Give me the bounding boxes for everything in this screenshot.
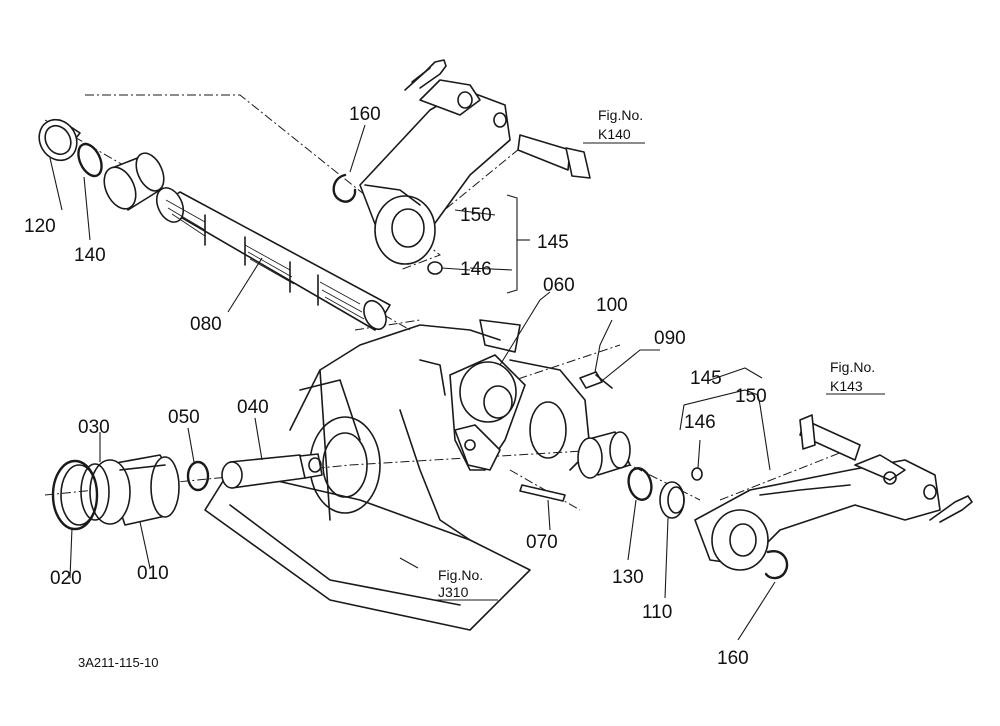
figure-reference-k140: Fig.No. K140	[598, 107, 643, 142]
part-040-piston-rod	[221, 453, 323, 489]
cotter-pin-right	[929, 495, 973, 523]
part-sleeve-right	[577, 431, 631, 479]
fig-k143-code: K143	[830, 378, 863, 394]
label-090: 090	[654, 328, 686, 349]
figure-reference-j310: Fig.No. J310	[438, 567, 483, 600]
label-150-right: 150	[735, 386, 767, 407]
label-050: 050	[168, 407, 200, 428]
label-145-right: 145	[690, 368, 722, 389]
leader-lines	[49, 124, 885, 641]
label-160-top: 160	[349, 104, 381, 125]
diagram-code: 3A211-115-10	[78, 655, 158, 670]
part-labels: 160 120 140 150 145 146 080 060 100 090 …	[24, 104, 767, 669]
part-110-bushing	[659, 481, 685, 519]
figure-reference-k143: Fig.No. K143	[830, 359, 875, 394]
part-090-bolt	[579, 371, 613, 389]
part-020-ring	[51, 459, 99, 531]
label-070: 070	[526, 532, 558, 553]
part-060-lift-arm-center	[449, 354, 526, 471]
part-150-lift-arm-right	[694, 454, 941, 571]
part-030-ring	[80, 463, 110, 521]
fig-k140-code: K140	[598, 126, 631, 142]
label-146-top: 146	[460, 259, 492, 280]
pin-k143	[799, 414, 861, 461]
part-130-o-ring	[627, 467, 653, 501]
label-110: 110	[642, 602, 672, 623]
label-020: 020	[50, 568, 82, 589]
part-160-snap-ring-top	[332, 173, 357, 203]
part-070-pin	[519, 484, 566, 502]
label-040: 040	[237, 397, 269, 418]
label-130: 130	[612, 567, 644, 588]
label-145-top: 145	[537, 232, 569, 253]
part-050-o-ring	[186, 460, 210, 492]
fig-k140-title: Fig.No.	[598, 107, 643, 123]
fig-j310-code: J310	[438, 584, 469, 600]
label-010: 010	[137, 563, 169, 584]
label-030: 030	[78, 417, 110, 438]
part-140-o-ring	[77, 142, 103, 178]
part-120-bushing	[38, 118, 81, 162]
label-146-right: 146	[684, 412, 716, 433]
label-160-bottom: 160	[717, 648, 749, 669]
label-080: 080	[190, 314, 222, 335]
label-150-top: 150	[460, 205, 492, 226]
fig-k143-title: Fig.No.	[830, 359, 875, 375]
part-010-cylinder	[89, 454, 180, 526]
part-150-lift-arm-top	[359, 79, 511, 265]
part-146-grease-fitting-top	[427, 261, 471, 275]
label-100: 100	[596, 295, 628, 316]
label-060: 060	[543, 275, 575, 296]
label-140: 140	[74, 245, 106, 266]
part-160-snap-ring-bottom	[764, 550, 789, 580]
part-146-grease-fitting-right	[691, 467, 703, 481]
part-sleeve	[103, 152, 165, 211]
cotter-pin-top	[404, 59, 447, 91]
fig-j310-title: Fig.No.	[438, 567, 483, 583]
label-120: 120	[24, 216, 56, 237]
part-080-splined-shaft	[155, 187, 391, 331]
pin-k140	[517, 134, 591, 179]
